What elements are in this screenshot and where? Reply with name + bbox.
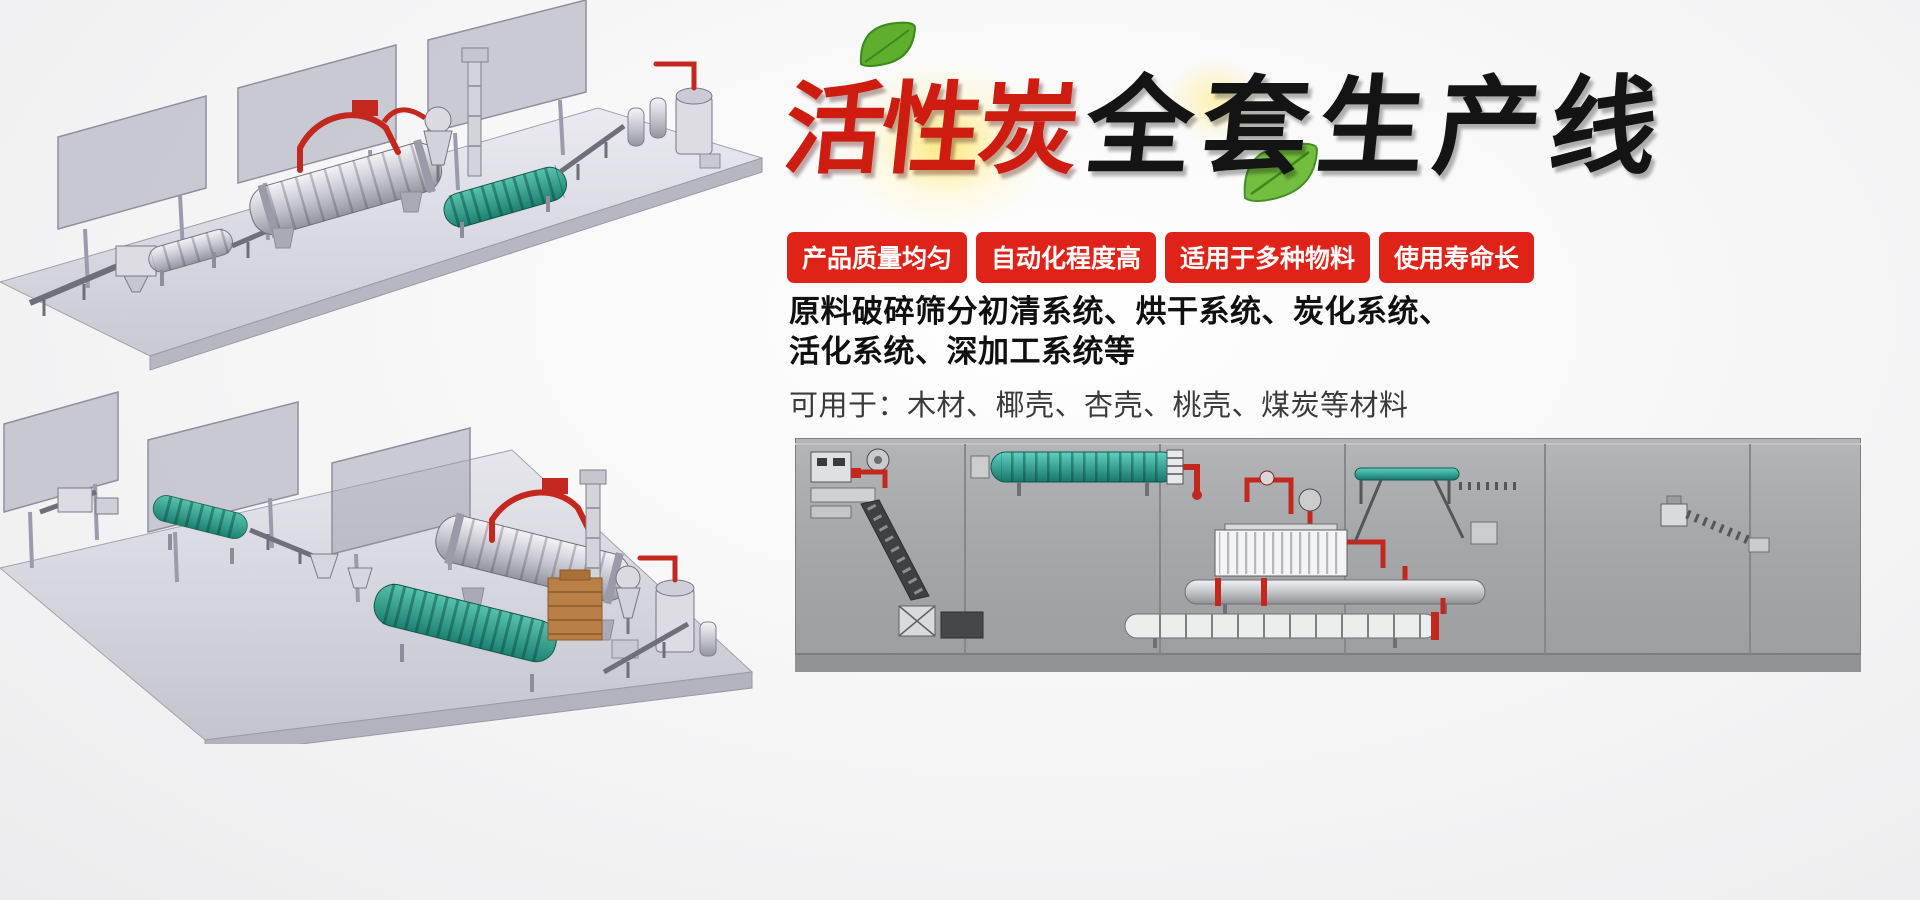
control-box bbox=[898, 605, 984, 639]
leaf-icon bbox=[1243, 142, 1319, 202]
leaf-icon bbox=[859, 21, 917, 67]
production-line-render-bottom bbox=[0, 372, 760, 744]
feed-hoppers bbox=[309, 553, 373, 589]
systems-line-1: 原料破碎筛分初清系统、烘干系统、炭化系统、 bbox=[789, 294, 1451, 330]
dryer-piping bbox=[297, 100, 401, 173]
elevator-tower bbox=[1166, 449, 1184, 485]
feed-unit bbox=[39, 487, 119, 515]
production-line-render-top bbox=[0, 0, 780, 372]
feature-badges: 产品质量均匀 自动化程度高 适用于多种物料 使用寿命长 bbox=[787, 232, 1535, 283]
feature-badge: 适用于多种物料 bbox=[1165, 232, 1371, 283]
cyclone-separator bbox=[615, 565, 641, 634]
title-glow bbox=[795, 30, 1095, 260]
bucket-elevator bbox=[461, 47, 489, 177]
feed-conveyor bbox=[28, 262, 122, 316]
wall-panels bbox=[3, 391, 471, 603]
discharge-conveyor bbox=[558, 123, 626, 180]
activation-furnace bbox=[653, 61, 721, 169]
feeder-unit bbox=[810, 448, 890, 519]
bucket-elevator bbox=[579, 469, 607, 593]
inclined-conveyor bbox=[860, 499, 930, 601]
page-title: 活性炭全套生产线 bbox=[778, 66, 1673, 190]
description-block: 原料破碎筛分初清系统、烘干系统、炭化系统、 活化系统、深加工系统等 可用于：木材… bbox=[789, 292, 1451, 424]
brick-furnace bbox=[547, 569, 603, 641]
cooling-conveyor bbox=[1353, 467, 1519, 545]
title-black-part: 全套生产线 bbox=[1079, 66, 1673, 190]
discharge-conveyor bbox=[602, 621, 690, 678]
carbonization-cylinder bbox=[1184, 566, 1486, 614]
title-sparkle bbox=[1145, 40, 1285, 160]
feature-badge: 产品质量均匀 bbox=[787, 232, 968, 283]
production-line-layout-panel bbox=[795, 438, 1861, 672]
feature-badge: 使用寿命长 bbox=[1379, 232, 1535, 283]
packing-unit bbox=[1660, 495, 1770, 553]
drying-drum bbox=[970, 451, 1202, 500]
production-line-layout-svg bbox=[795, 438, 1861, 672]
center-piping bbox=[1244, 470, 1322, 525]
systems-line-2: 活化系统、深加工系统等 bbox=[789, 334, 1136, 370]
materials-line: 可用于：木材、椰壳、杏壳、桃壳、煤炭等材料 bbox=[789, 388, 1409, 422]
storage-tanks bbox=[627, 97, 667, 147]
cyclone-separator bbox=[381, 106, 453, 182]
activation-drum bbox=[373, 582, 557, 692]
title-red-part: 活性炭 bbox=[778, 71, 1083, 188]
activation-cylinder bbox=[1124, 598, 1446, 648]
production-line-render-top-svg bbox=[0, 0, 764, 371]
promo-text-column: 活性炭全套生产线 产品质量均匀 自动化程度高 适用于多种物料 使用寿命长 原料破… bbox=[779, 0, 1900, 440]
production-line-render-bottom-svg bbox=[0, 391, 754, 744]
transfer-conveyor bbox=[249, 527, 319, 564]
platform bbox=[0, 449, 754, 744]
feature-badge: 自动化程度高 bbox=[976, 232, 1157, 283]
screening-drum bbox=[148, 227, 234, 286]
screening-drum bbox=[152, 494, 248, 564]
carbonization-drum bbox=[443, 164, 567, 238]
radiator-cooler bbox=[1214, 523, 1386, 577]
